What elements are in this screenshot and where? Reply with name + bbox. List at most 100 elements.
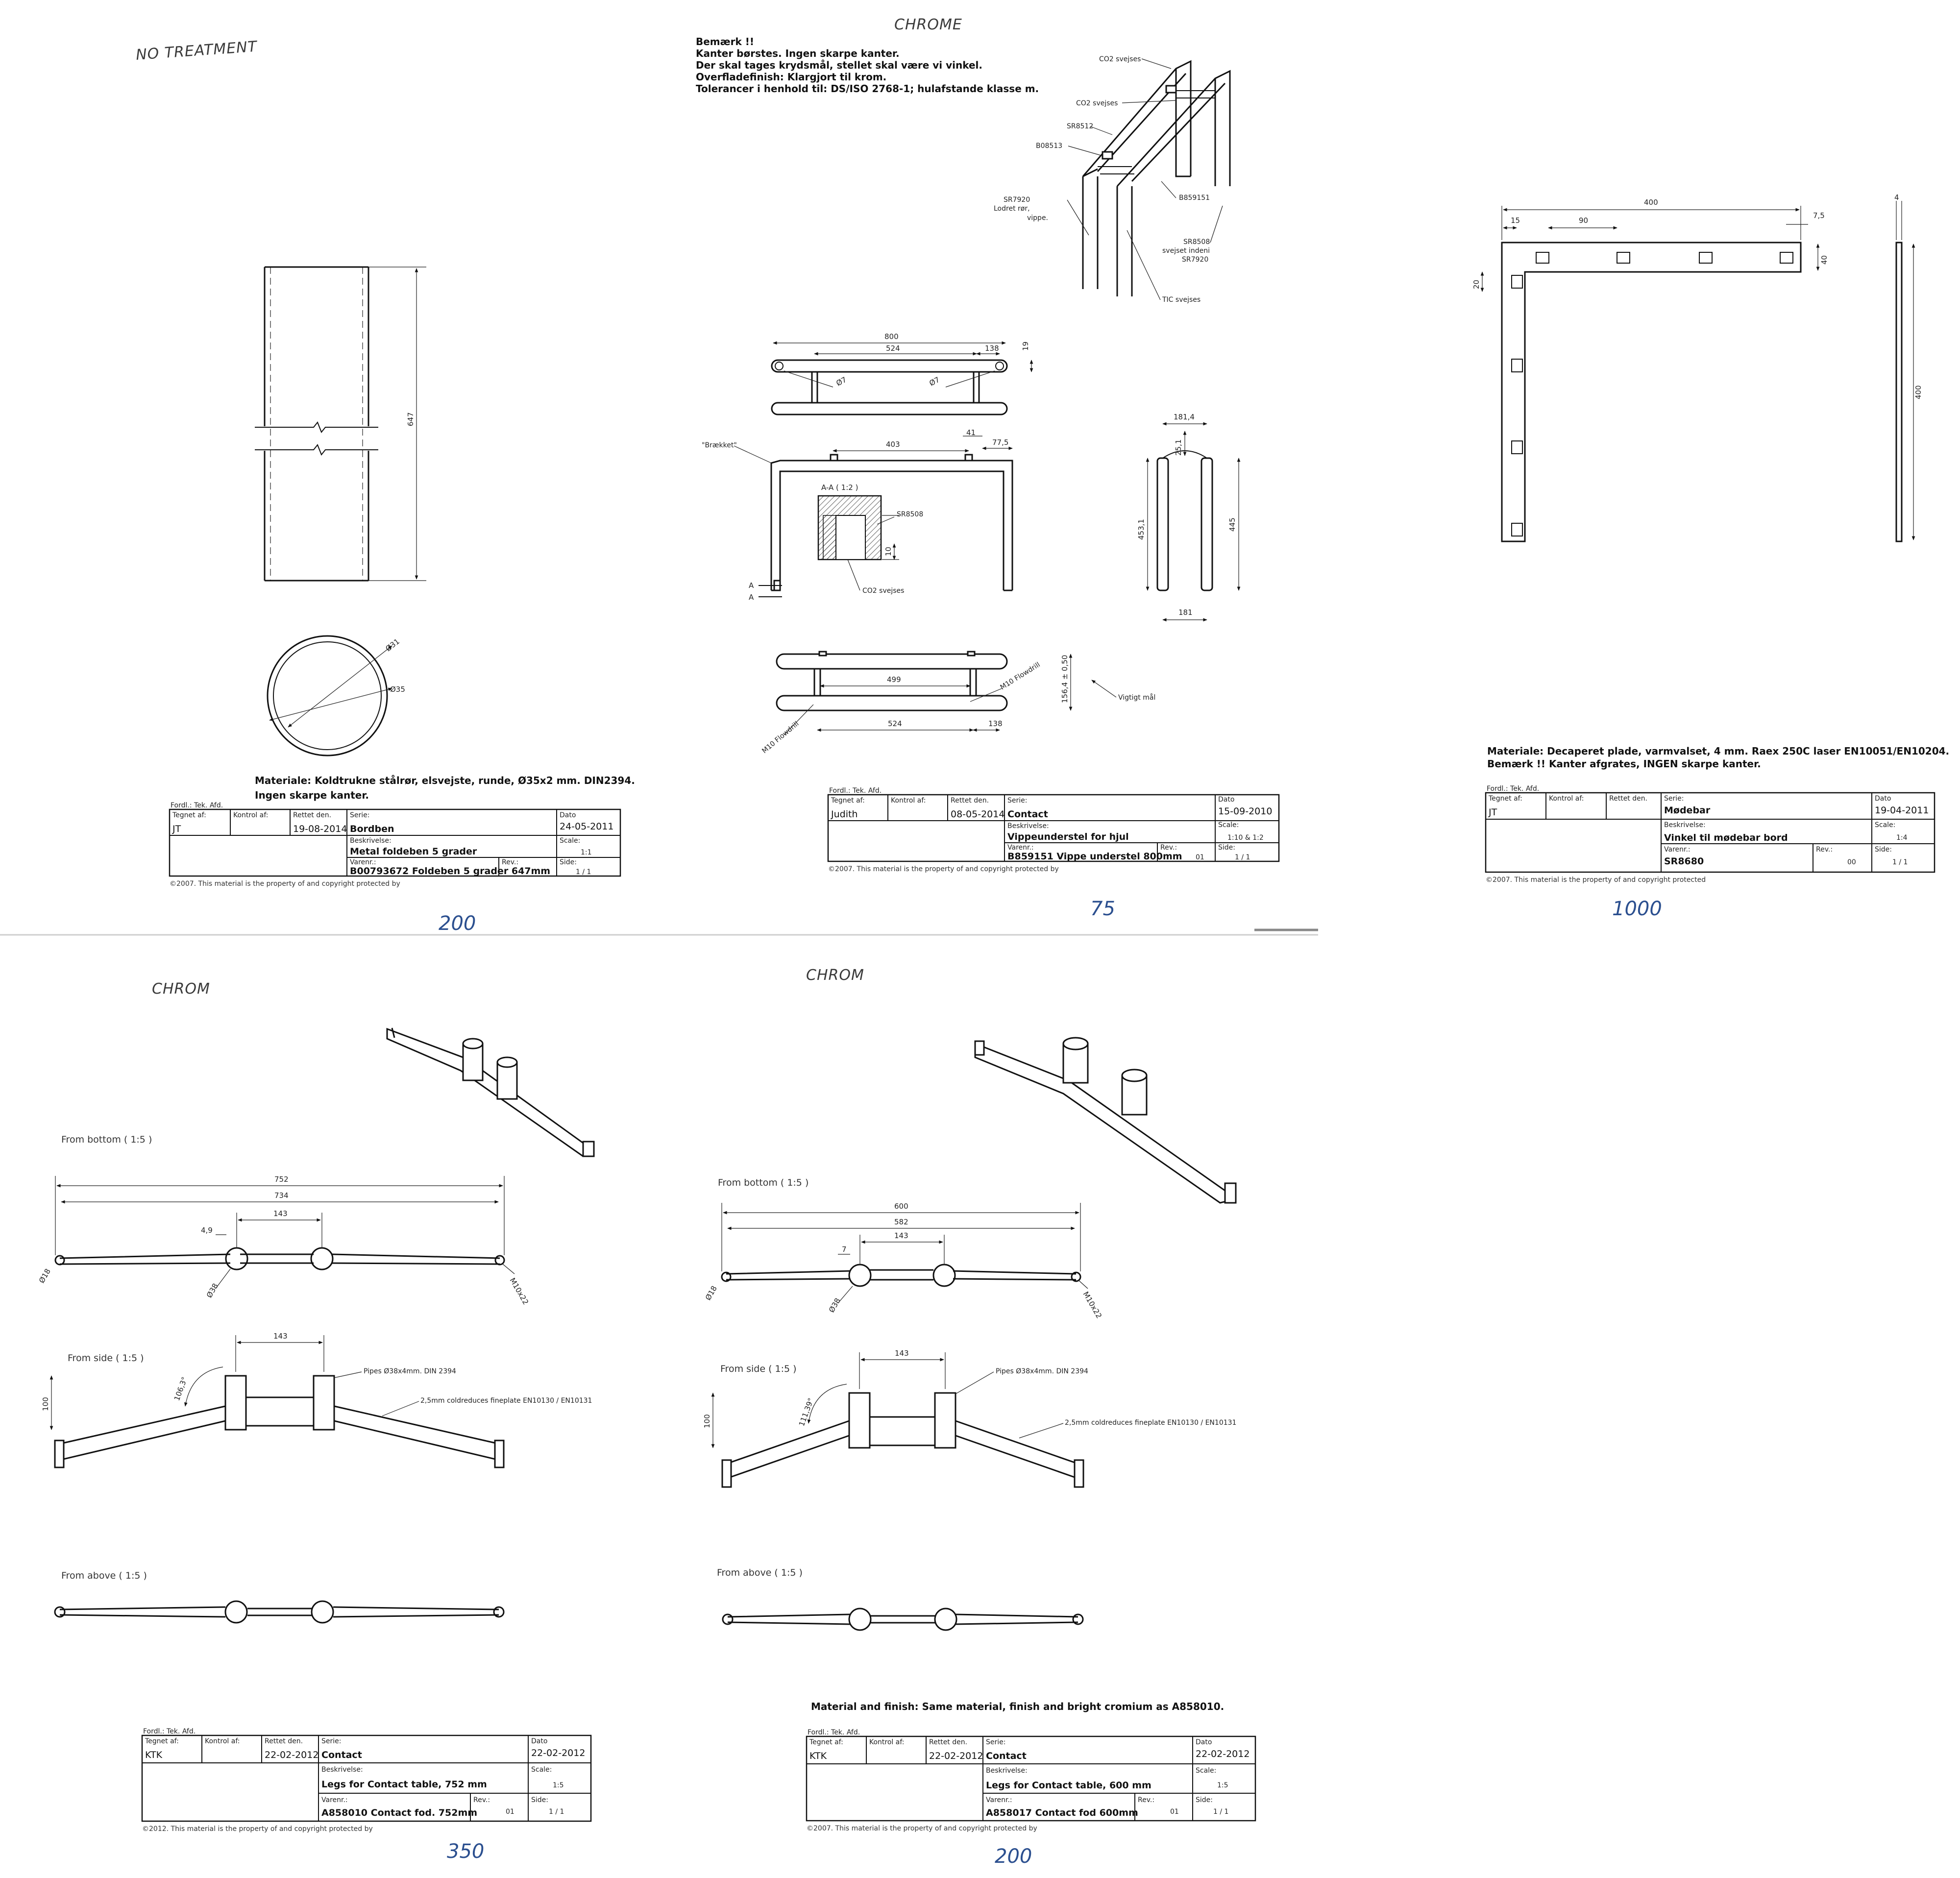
tb-kontrol-label: Kontrol af:	[233, 811, 269, 819]
dim-734: 734	[274, 1191, 289, 1200]
callout-sr7920-b: SR7920	[1182, 256, 1208, 264]
tb-serie: Contact	[321, 1750, 362, 1760]
tb-beskr-label: Beskrivelse:	[321, 1766, 363, 1774]
tb-dato-label: Dato	[1196, 1738, 1212, 1746]
tb-tegnet: Judith	[831, 809, 858, 820]
tb-serie-label: Serie:	[350, 811, 369, 819]
tb-tegnet-label: Tegnet af:	[172, 811, 206, 819]
dim-section-10: 10	[884, 547, 893, 556]
tb-varenr: SR8680	[1664, 856, 1704, 867]
tb-kontrol-label: Kontrol af:	[1549, 795, 1584, 803]
handwritten-quantity: 75	[1090, 898, 1115, 920]
tb-beskr-label: Beskrivelse:	[350, 837, 392, 845]
dim-side-143: 143	[273, 1332, 288, 1341]
tb-varenr: B00793672 Foldeben 5 grader 647mm	[350, 866, 550, 877]
tb-kontrol-label: Kontrol af:	[869, 1738, 905, 1746]
tb-side: 1 / 1	[576, 868, 591, 876]
tb-scale-label: Scale:	[560, 837, 580, 845]
tb-rettet-label: Rettet den.	[929, 1738, 967, 1746]
leg-isometric-view	[974, 1037, 1237, 1204]
tb-varenr: B859151 Vippe understel 800mm	[1007, 851, 1182, 862]
dim-138: 138	[985, 344, 999, 353]
dim-40: 40	[1820, 255, 1829, 265]
tb-serie: Bordben	[350, 824, 394, 834]
leg-bottom-view: 600 582 143 7 Ø18 Ø38 M10x22	[704, 1202, 1103, 1320]
tb-fordl: Fordl.: Tek. Afd.	[143, 1728, 196, 1735]
callout-co2-weld-1: CO2 svejses	[1099, 55, 1141, 63]
tb-tegnet: JT	[1488, 807, 1497, 818]
tb-tegnet-label: Tegnet af:	[1488, 795, 1522, 803]
tb-kontrol-label: Kontrol af:	[891, 797, 926, 805]
tb-serie-label: Serie:	[1664, 795, 1684, 803]
dim-524-b: 524	[888, 719, 902, 728]
tube-side-view: 647	[255, 266, 426, 582]
bracket-front-view: 400 15 90 7,5 40 20	[1472, 198, 1829, 542]
tb-rettet: 08-05-2014	[951, 809, 1004, 820]
section-a-a-title: A-A ( 1:2 )	[821, 483, 858, 492]
tb-scale: 1:1	[581, 849, 592, 856]
tb-tegnet-label: Tegnet af:	[831, 797, 865, 805]
dim-453-1: 453,1	[1137, 519, 1146, 540]
tb-serie: Contact	[1007, 809, 1048, 820]
tb-rettet: 22-02-2012	[265, 1750, 318, 1760]
tb-scale: 1:5	[1217, 1781, 1228, 1789]
callout-svejset-indeni: svejset indeni	[1162, 247, 1210, 255]
dim-7-5: 7,5	[1813, 211, 1825, 220]
tb-side-label: Side:	[1196, 1796, 1213, 1804]
title-block-2: Fordl.: Tek. Afd. Tegnet af: Judith Kont…	[827, 787, 1280, 862]
tb-side: 1 / 1	[1235, 854, 1250, 861]
flowdrill-label-left: M10 Flowdrill	[760, 720, 800, 755]
section-weld-label: CO2 svejses	[862, 587, 904, 595]
tb-side-label: Side:	[531, 1796, 548, 1804]
handwritten-quantity: 200	[995, 1845, 1032, 1868]
view-label-above: From above ( 1:5 )	[61, 1570, 147, 1581]
tb-varenr-label: Varenr.:	[321, 1796, 348, 1804]
tb-scale-label: Scale:	[1875, 821, 1895, 829]
label-pipes: Pipes Ø38x4mm. DIN 2394	[364, 1367, 456, 1375]
tb-beskr-label: Beskrivelse:	[1007, 822, 1049, 830]
title-block-5: Fordl.: Tek. Afd. Tegnet af: KTK Kontrol…	[806, 1729, 1256, 1822]
callout-co2-weld-2: CO2 svejses	[1076, 99, 1118, 107]
view-label-bottom: From bottom ( 1:5 )	[61, 1134, 152, 1145]
tb-beskr: Metal foldeben 5 grader	[350, 846, 477, 857]
dim-m10x22: M10x22	[1081, 1290, 1104, 1320]
tb-rev-label: Rev.:	[502, 858, 518, 866]
copyright-note: ©2007. This material is the property of …	[807, 1825, 1037, 1832]
tb-rettet-label: Rettet den.	[1609, 795, 1647, 803]
dim-752: 752	[274, 1175, 289, 1184]
dim-angle-111-39: 111,39°	[797, 1397, 815, 1428]
handwritten-treatment-note: CHROME	[894, 16, 962, 33]
leg-isometric-view	[386, 1027, 595, 1157]
sheet-2-vippeunderstel: CHROME Bemærk !! Kanter børstes. Ingen s…	[696, 16, 1280, 920]
tb-beskr: Vippeunderstel for hjul	[1007, 831, 1129, 842]
label-plate: 2,5mm coldreduces fineplate EN10130 / EN…	[1065, 1419, 1236, 1427]
dim-20: 20	[1472, 280, 1481, 289]
handwritten-quantity: 200	[439, 912, 476, 935]
tb-tegnet: KTK	[809, 1751, 827, 1761]
label-plate: 2,5mm coldreduces fineplate EN10130 / EN…	[420, 1397, 592, 1405]
material-note-line-1: Materiale: Koldtrukne stålrør, elsvejste…	[255, 775, 635, 786]
view-label-side: From side ( 1:5 )	[720, 1364, 797, 1374]
tb-varenr-label: Varenr.:	[1007, 844, 1034, 852]
material-note-line-2: Bemærk !! Kanter afgrates, INGEN skarpe …	[1487, 758, 1761, 770]
tb-side-label: Side:	[1218, 844, 1235, 852]
frame-bottom-view: 499 524 138 156,4 ± 0,50 Vigtigt mål M10…	[760, 651, 1155, 755]
note-line-3: Der skal tages krydsmål, stellet skal væ…	[696, 59, 982, 71]
sheet-3-vinkel: 400 15 90 7,5 40 20 4 400 Materiale: Dec…	[1472, 193, 1949, 920]
tb-scale: 1:4	[1896, 834, 1908, 842]
dim-143: 143	[894, 1231, 908, 1240]
tb-varenr: A858017 Contact fod 600mm	[986, 1807, 1138, 1818]
tb-scale: 1:5	[553, 1781, 564, 1789]
dim-angle-106-3: 106,3°	[172, 1376, 189, 1402]
tb-beskr-label: Beskrivelse:	[1664, 821, 1706, 829]
tb-rettet: 19-08-2014	[293, 824, 347, 834]
dim-90: 90	[1579, 216, 1588, 225]
tb-fordl: Fordl.: Tek. Afd.	[171, 802, 223, 809]
dim-dia-18: Ø18	[37, 1267, 52, 1285]
dim-181-4: 181,4	[1174, 413, 1195, 421]
tb-tegnet-label: Tegnet af:	[809, 1738, 843, 1746]
dim-524: 524	[886, 344, 900, 353]
dim-400-height: 400	[1914, 385, 1923, 399]
note-line-4: Overfladefinish: Klargjort til krom.	[696, 71, 886, 83]
dim-inner-diameter: Ø31	[384, 637, 401, 653]
